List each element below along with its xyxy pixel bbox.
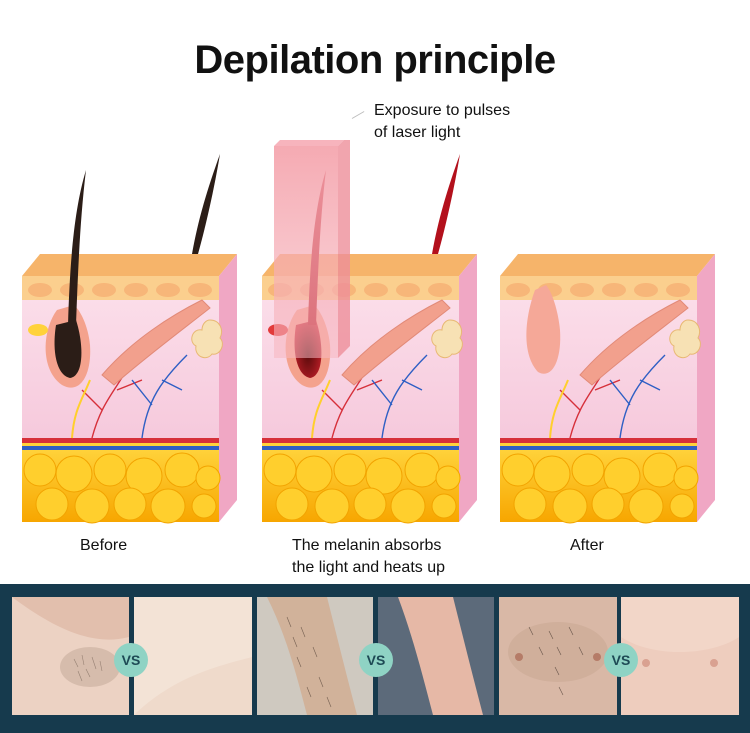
underarm-before-photo [12,597,129,715]
skin-block-laser [262,140,477,524]
page-title: Depilation principle [194,38,556,82]
skin-block-after [500,254,715,524]
vs-badge-chest: VS [604,643,638,677]
vs-badge-underarm: VS [114,643,148,677]
caption-laser: The melanin absorbs the light and heats … [292,537,446,576]
laser-callout-line2: of laser light [374,124,461,141]
caption-after: After [570,537,604,554]
laser-callout: Exposure to pulses of laser light [374,100,510,144]
vs-badge-leg: VS [359,643,393,677]
skin-diagram [22,140,715,524]
chest-before-photo [499,597,617,715]
underarm-after-photo [134,597,252,715]
leg-after-photo [378,597,494,715]
skin-block-before [22,154,237,524]
chest-after-photo [621,597,739,715]
laser-beam [274,140,350,358]
callout-leader-line [351,111,365,119]
laser-callout-line1: Exposure to pulses [374,102,511,119]
caption-before: Before [80,537,128,554]
leg-before-photo [257,597,373,715]
